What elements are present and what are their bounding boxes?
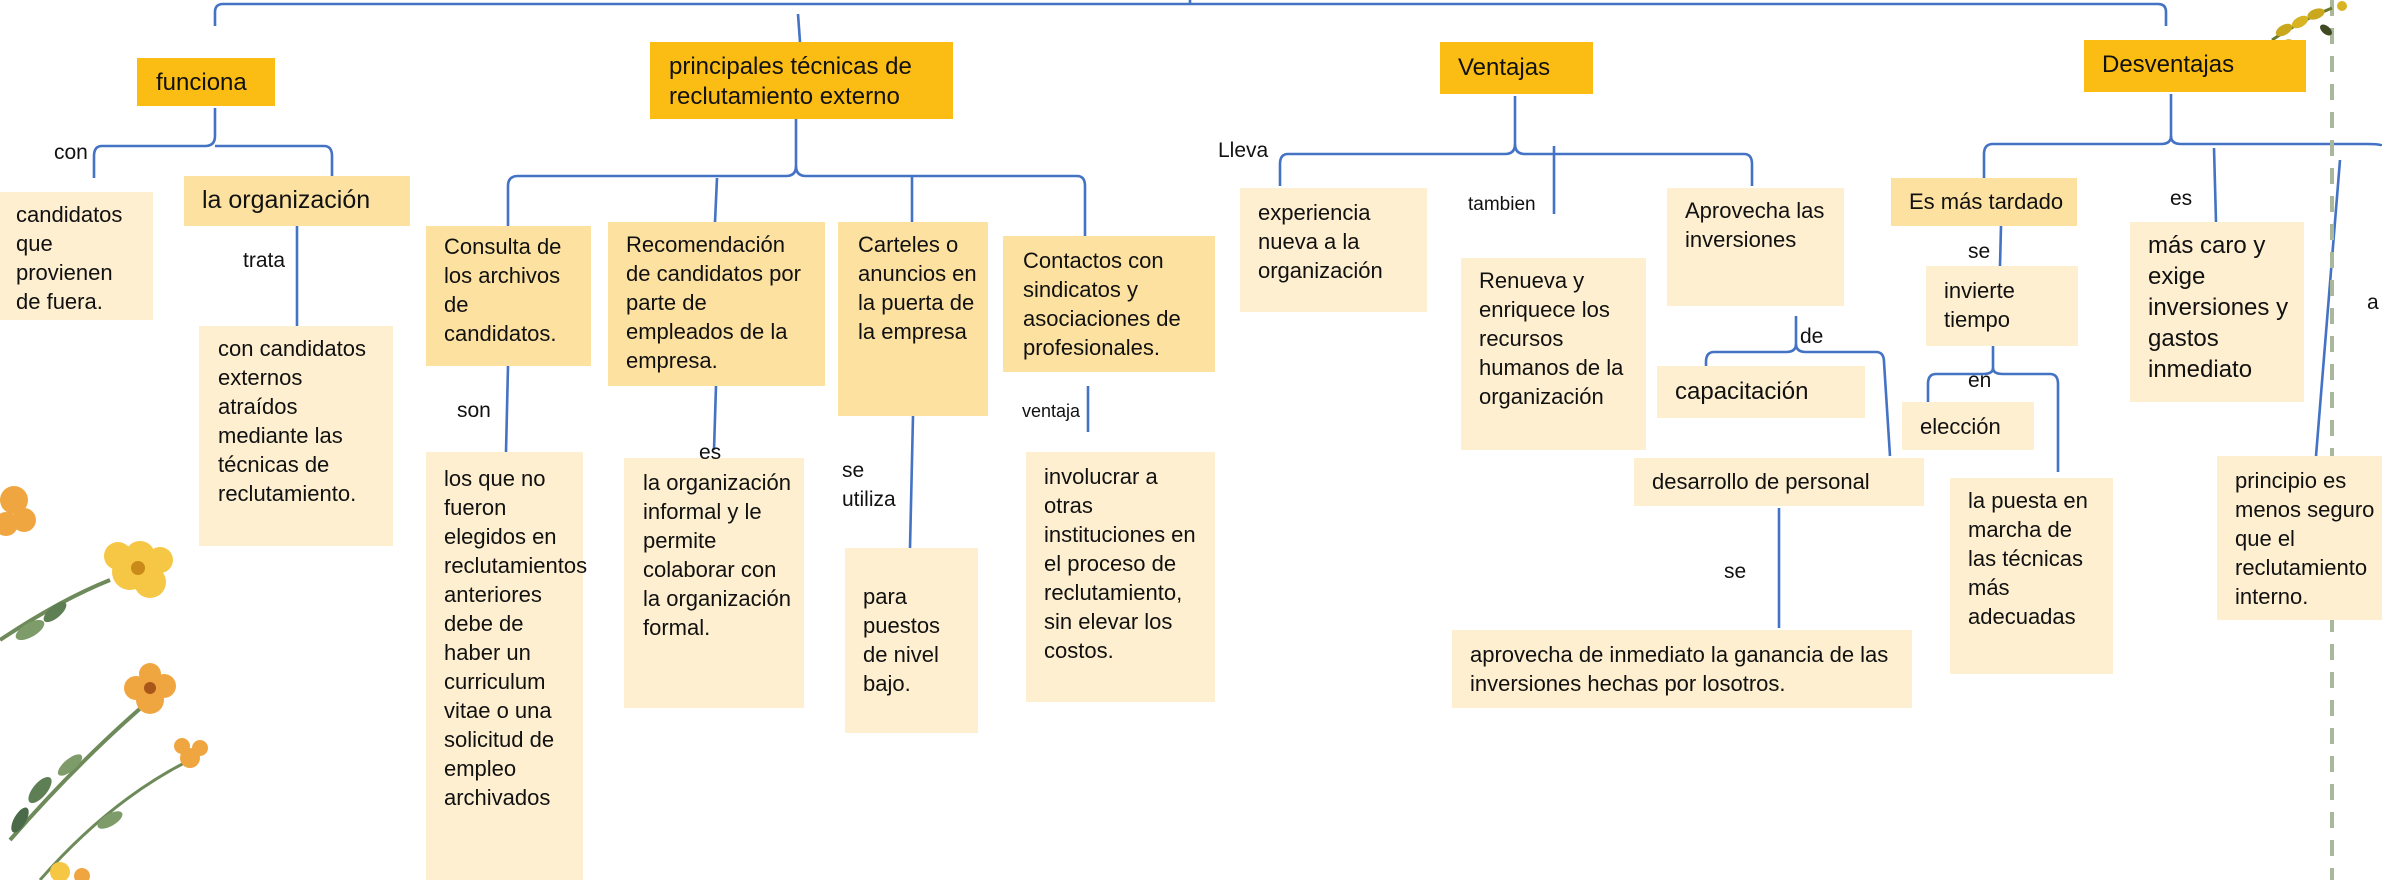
label-ventaja: ventaja bbox=[1022, 401, 1081, 421]
node-puestos-nivel-bajo: para puestos de nivel bajo. bbox=[845, 548, 978, 733]
node-principio-menos-seguro: principio es menos seguro que el recluta… bbox=[2217, 456, 2382, 620]
connector-invierte-right bbox=[1991, 367, 2060, 472]
node-la-organizacion: la organización bbox=[184, 176, 410, 226]
node-puesta-en-marcha: la puesta en marcha de las técnicas más … bbox=[1950, 478, 2113, 674]
connector-ventajas bbox=[1278, 96, 1517, 186]
connector-principio bbox=[2314, 159, 2342, 457]
node-mas-tardado: Es más tardado bbox=[1891, 178, 2077, 226]
node-aprovecha-inversiones: Aprovecha las inversiones bbox=[1667, 188, 1844, 306]
connector-ventajas-right bbox=[1513, 143, 1754, 186]
connector-carteles bbox=[908, 415, 915, 549]
node-aprovecha-inmediato: aprovecha de inmediato la ganancia de la… bbox=[1452, 630, 1912, 708]
node-principio-text: principio es menos seguro que el recluta… bbox=[2235, 468, 2375, 609]
label-en: en bbox=[1968, 369, 1992, 392]
node-principales-tecnicas: principales técnicas de reclutamiento ex… bbox=[650, 42, 953, 119]
connector-top-bracket bbox=[213, 2, 2168, 26]
connector-desventajas bbox=[1982, 94, 2173, 178]
node-mas-caro: más caro y exige inversiones y gastos in… bbox=[2130, 222, 2304, 402]
label-se-desarrollo: se bbox=[1724, 560, 1747, 583]
node-candidatos-fuera: candidatos que provienen de fuera. bbox=[0, 192, 153, 320]
label-a-cut: a bbox=[2367, 291, 2379, 314]
label-trata: trata bbox=[243, 249, 286, 272]
connector-consulta bbox=[504, 365, 510, 453]
label-es-desventaja: es bbox=[2170, 187, 2193, 210]
label-tambien: tambien bbox=[1468, 194, 1536, 215]
connector-recomendacion bbox=[712, 385, 718, 451]
connector-top-tecnicas bbox=[796, 13, 802, 43]
node-recomendacion: Recomendación de candidatos por parte de… bbox=[608, 222, 825, 386]
connector-desventajas-right bbox=[2169, 135, 2382, 147]
node-consulta-archivos: Consulta de los archivos de candidatos. bbox=[426, 226, 591, 366]
connector-tardado bbox=[1998, 225, 2003, 267]
node-experiencia-nueva: experiencia nueva a la organización bbox=[1240, 188, 1427, 312]
label-es-recomendacion: es bbox=[699, 441, 722, 464]
node-eleccion: elección bbox=[1902, 402, 2034, 450]
node-desventajas: Desventajas bbox=[2084, 40, 2306, 92]
connector-aprovecha-right bbox=[1794, 343, 1892, 457]
node-involucrar: involucrar a otras instituciones en el p… bbox=[1026, 452, 1215, 702]
node-candidatos-externos: con candidatos externos atraídos mediant… bbox=[199, 326, 393, 546]
connector-tecnicas-drop bbox=[506, 118, 798, 226]
label-con: con bbox=[54, 141, 88, 164]
node-carteles: Carteles o anuncios en la puerta de la e… bbox=[838, 222, 988, 416]
node-desarrollo-personal: desarrollo de personal bbox=[1634, 458, 1924, 506]
node-funciona: funciona bbox=[137, 58, 275, 106]
node-ventajas: Ventajas bbox=[1440, 42, 1593, 94]
label-lleva: Lleva bbox=[1218, 139, 1269, 162]
connector-funciona bbox=[92, 108, 217, 178]
label-se-utiliza: se utiliza bbox=[842, 459, 896, 511]
connector-tecnicas-right bbox=[794, 165, 1087, 236]
node-contactos: Contactos con sindicatos y asociaciones … bbox=[1003, 236, 1215, 372]
flower-bouquet-illustration bbox=[0, 486, 208, 880]
label-son: son bbox=[457, 399, 491, 422]
label-de: de bbox=[1800, 325, 1824, 348]
node-renueva: Renueva y enriquece los recursos humanos… bbox=[1461, 258, 1646, 450]
label-se-tardado: se bbox=[1968, 240, 1991, 263]
dashed-divider-line bbox=[2330, 0, 2334, 880]
connector-es-desv bbox=[2212, 147, 2218, 223]
node-no-elegidos: los que no fueron elegidos en reclutamie… bbox=[426, 452, 587, 880]
connector-aprovecha bbox=[1704, 316, 1798, 370]
connector-recomendacion-up bbox=[713, 177, 719, 223]
node-invierte-tiempo: invierte tiempo bbox=[1926, 266, 2078, 346]
node-capacitacion: capacitación bbox=[1657, 366, 1865, 418]
node-organizacion-informal: la organización informal y le permite co… bbox=[624, 458, 804, 708]
connector-funciona-right bbox=[215, 144, 334, 176]
